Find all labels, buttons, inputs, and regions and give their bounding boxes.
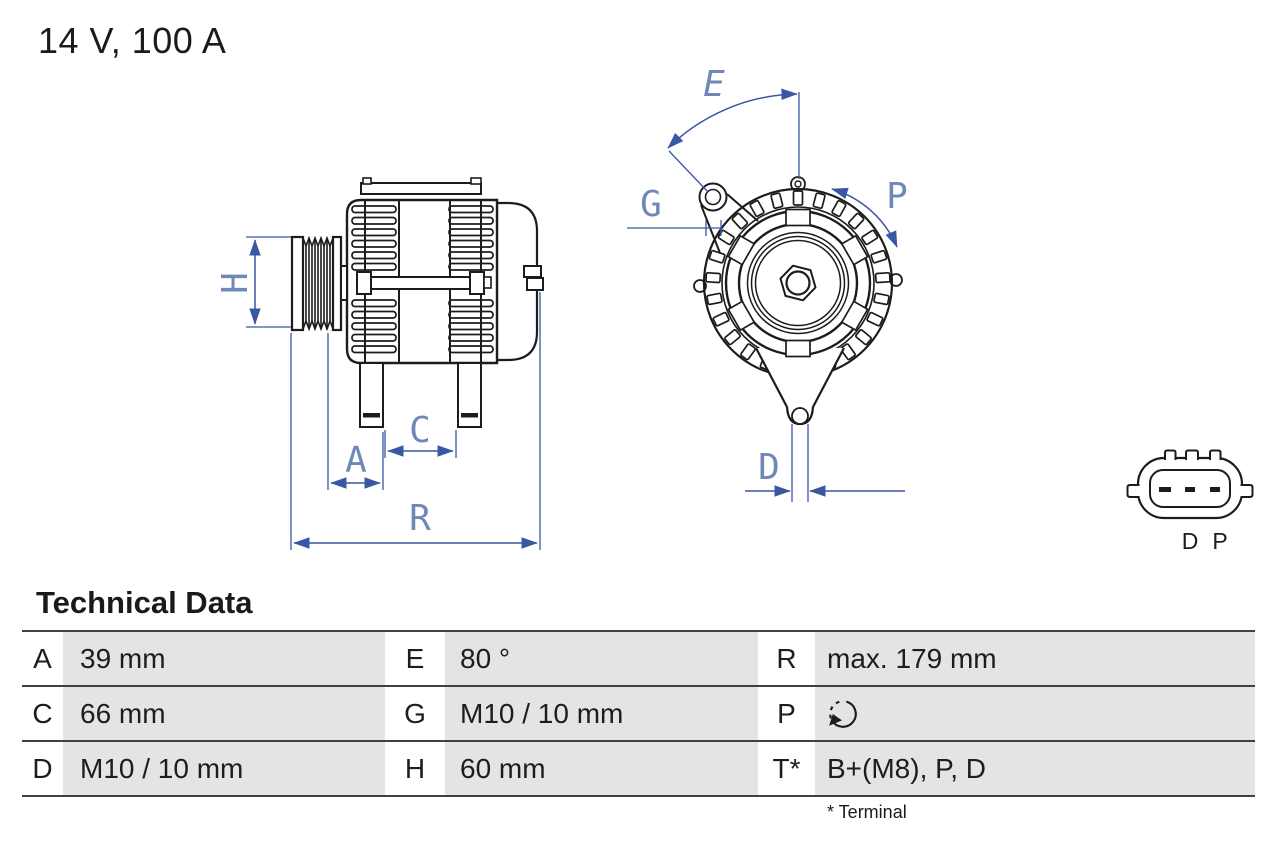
- pulley: [290, 235, 348, 332]
- spec-value: 60 mm: [445, 742, 758, 795]
- spec-key: C: [22, 687, 63, 740]
- alternator-front-view: E G P D: [627, 64, 908, 502]
- spec-value: B+(M8), P, D: [815, 742, 1255, 795]
- terminal-footnote: * Terminal: [827, 802, 907, 822]
- table-row: A 39 mm E 80 ° R max. 179 mm: [22, 632, 1255, 687]
- terminal-stud: [523, 265, 542, 278]
- mounting-feet: [359, 362, 482, 428]
- dim-label-H: H: [215, 272, 256, 294]
- spec-value: 39 mm: [63, 632, 385, 685]
- technical-data-heading: Technical Data: [36, 585, 253, 620]
- dim-label-E: E: [703, 64, 725, 105]
- terminal-stud: [526, 277, 544, 291]
- dim-label-A: A: [345, 440, 367, 481]
- connector-pin: [1185, 487, 1195, 492]
- spec-value-rotation: [815, 687, 1255, 740]
- rotation-direction-icon: [829, 699, 857, 728]
- spec-value: 66 mm: [63, 687, 385, 740]
- spec-value: M10 / 10 mm: [63, 742, 385, 795]
- connector-pin-label-p: P: [1212, 528, 1227, 554]
- technical-data-table: A 39 mm E 80 ° R max. 179 mm C 66 mm G M…: [22, 630, 1255, 797]
- dim-label-D: D: [758, 447, 780, 488]
- spec-key: E: [385, 632, 445, 685]
- mounting-lug-bottom: [755, 347, 845, 426]
- table-row: D M10 / 10 mm H 60 mm T* B+(M8), P, D: [22, 742, 1255, 797]
- spec-key: A: [22, 632, 63, 685]
- spec-key: G: [385, 687, 445, 740]
- front-view-dimensions: E G P D: [627, 64, 908, 502]
- dim-label-R: R: [409, 498, 431, 539]
- spec-value: max. 179 mm: [815, 632, 1255, 685]
- spec-key: T*: [758, 742, 815, 795]
- spec-key: R: [758, 632, 815, 685]
- spec-key: D: [22, 742, 63, 795]
- spec-key: H: [385, 742, 445, 795]
- dim-label-C: C: [409, 410, 431, 451]
- table-row: C 66 mm G M10 / 10 mm P: [22, 687, 1255, 742]
- connector-pin: [1210, 487, 1220, 492]
- spec-value: M10 / 10 mm: [445, 687, 758, 740]
- spec-key: P: [758, 687, 815, 740]
- spec-value: 80 °: [445, 632, 758, 685]
- alternator-technical-drawing: H A C R: [215, 64, 1254, 554]
- side-view-dimensions: H A C R: [215, 236, 541, 550]
- alternator-side-view: H A C R: [215, 177, 544, 550]
- dim-label-G: G: [640, 184, 662, 225]
- connector-pin: [1159, 487, 1171, 492]
- through-bolt: [356, 271, 492, 295]
- dim-label-P: P: [886, 176, 908, 217]
- plug-connector-diagram: D P: [1126, 449, 1254, 554]
- page-title: 14 V, 100 A: [38, 20, 227, 61]
- connector-pin-label-d: D: [1182, 528, 1199, 554]
